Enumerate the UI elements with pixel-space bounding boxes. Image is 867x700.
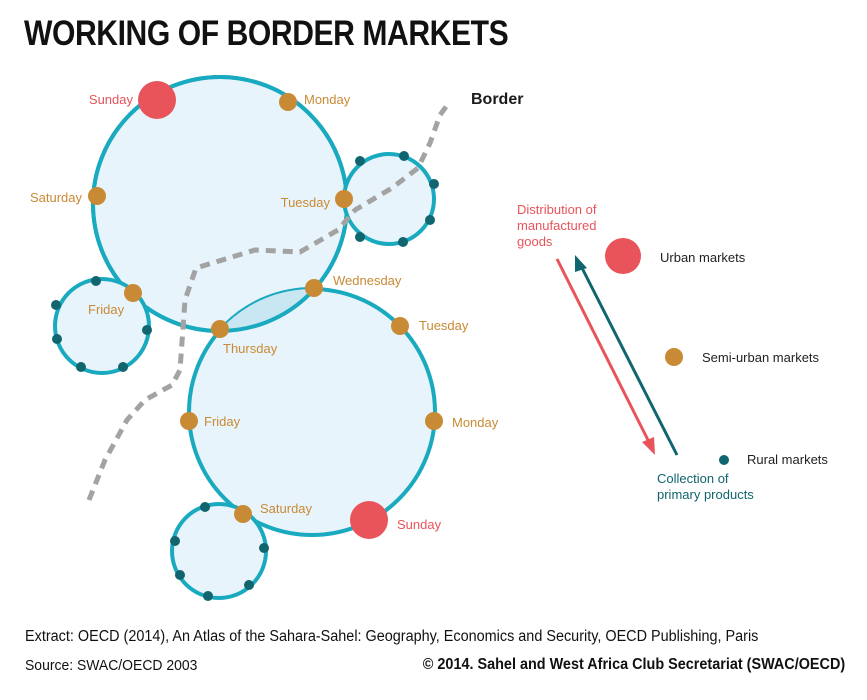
rural-market-dot: [355, 156, 365, 166]
border-line: [86, 102, 451, 501]
distribution-label-line: Distribution of: [517, 202, 597, 217]
urban-market-dot: [138, 81, 176, 119]
footer-extract: Extract: OECD (2014), An Atlas of the Sa…: [25, 628, 759, 645]
distribution-label-line: manufactured: [517, 218, 597, 233]
collection-label-line: Collection of: [657, 471, 729, 486]
semi-urban-market-dot: [88, 187, 106, 205]
day-label-saturday: Saturday: [260, 501, 313, 516]
footer-source: Source: SWAC/OECD 2003: [25, 657, 198, 674]
semi-urban-market-dot: [305, 279, 323, 297]
semi-urban-market-dot: [391, 317, 409, 335]
day-label-thursday: Thursday: [223, 341, 278, 356]
rural-market-dot: [118, 362, 128, 372]
distribution-label: Distribution of manufactured goods: [517, 202, 600, 249]
rural-market-dot: [203, 591, 213, 601]
distribution-label-line: goods: [517, 234, 553, 249]
diagram-title: WORKING OF BORDER MARKETS: [24, 14, 509, 53]
rural-market-dot: [398, 237, 408, 247]
day-label-friday: Friday: [204, 414, 241, 429]
rural-cluster-east: [342, 152, 436, 246]
legend: Distribution of manufactured goods Colle…: [517, 202, 828, 502]
semi-urban-market-dot: [234, 505, 252, 523]
semi-urban-markets: [88, 93, 443, 523]
semi-urban-market-dot: [279, 93, 297, 111]
rural-market-dot: [355, 232, 365, 242]
legend-urban-swatch: [605, 238, 641, 274]
distribution-arrow: [555, 258, 653, 447]
rural-market-dot: [425, 215, 435, 225]
legend-rural-label: Rural markets: [747, 452, 828, 467]
day-label-tuesday: Tuesday: [419, 318, 469, 333]
collection-label: Collection of primary products: [657, 471, 754, 502]
rural-market-dot: [142, 325, 152, 335]
legend-rural-swatch: [719, 455, 729, 465]
rural-market-dot: [175, 570, 185, 580]
rural-market-dot: [51, 300, 61, 310]
semi-urban-market-dot: [335, 190, 353, 208]
day-label-friday: Friday: [88, 302, 125, 317]
legend-semi-urban-label: Semi-urban markets: [702, 350, 820, 365]
footer-copyright: © 2014. Sahel and West Africa Club Secre…: [422, 656, 845, 673]
day-label-saturday: Saturday: [30, 190, 83, 205]
urban-market-dot: [350, 501, 388, 539]
rural-markets: [51, 151, 439, 601]
collection-arrowhead: [575, 255, 587, 272]
rural-market-dot: [244, 580, 254, 590]
rural-market-dot: [170, 536, 180, 546]
day-label-sunday: Sunday: [89, 92, 134, 107]
rural-market-dot: [76, 362, 86, 372]
rural-market-dot: [399, 151, 409, 161]
flow-arrows: [555, 255, 679, 456]
rural-market-dot: [259, 543, 269, 553]
day-label-monday: Monday: [452, 415, 499, 430]
day-label-tuesday: Tuesday: [281, 195, 331, 210]
legend-semi-urban-swatch: [665, 348, 683, 366]
collection-label-line: primary products: [657, 487, 754, 502]
distribution-arrowhead: [642, 437, 655, 455]
urban-markets: [138, 81, 388, 539]
legend-urban-label: Urban markets: [660, 250, 746, 265]
rural-market-dot: [52, 334, 62, 344]
rural-market-dot: [429, 179, 439, 189]
day-label-sunday: Sunday: [397, 517, 442, 532]
day-label-monday: Monday: [304, 92, 351, 107]
day-labels: Sunday Monday Saturday Tuesday Friday We…: [30, 92, 499, 532]
semi-urban-market-dot: [211, 320, 229, 338]
semi-urban-market-dot: [124, 284, 142, 302]
collection-arrow: [578, 263, 679, 456]
rural-market-dot: [200, 502, 210, 512]
semi-urban-market-dot: [425, 412, 443, 430]
semi-urban-market-dot: [180, 412, 198, 430]
day-label-wednesday: Wednesday: [333, 273, 402, 288]
rural-market-dot: [91, 276, 101, 286]
border-label: Border: [471, 91, 523, 108]
